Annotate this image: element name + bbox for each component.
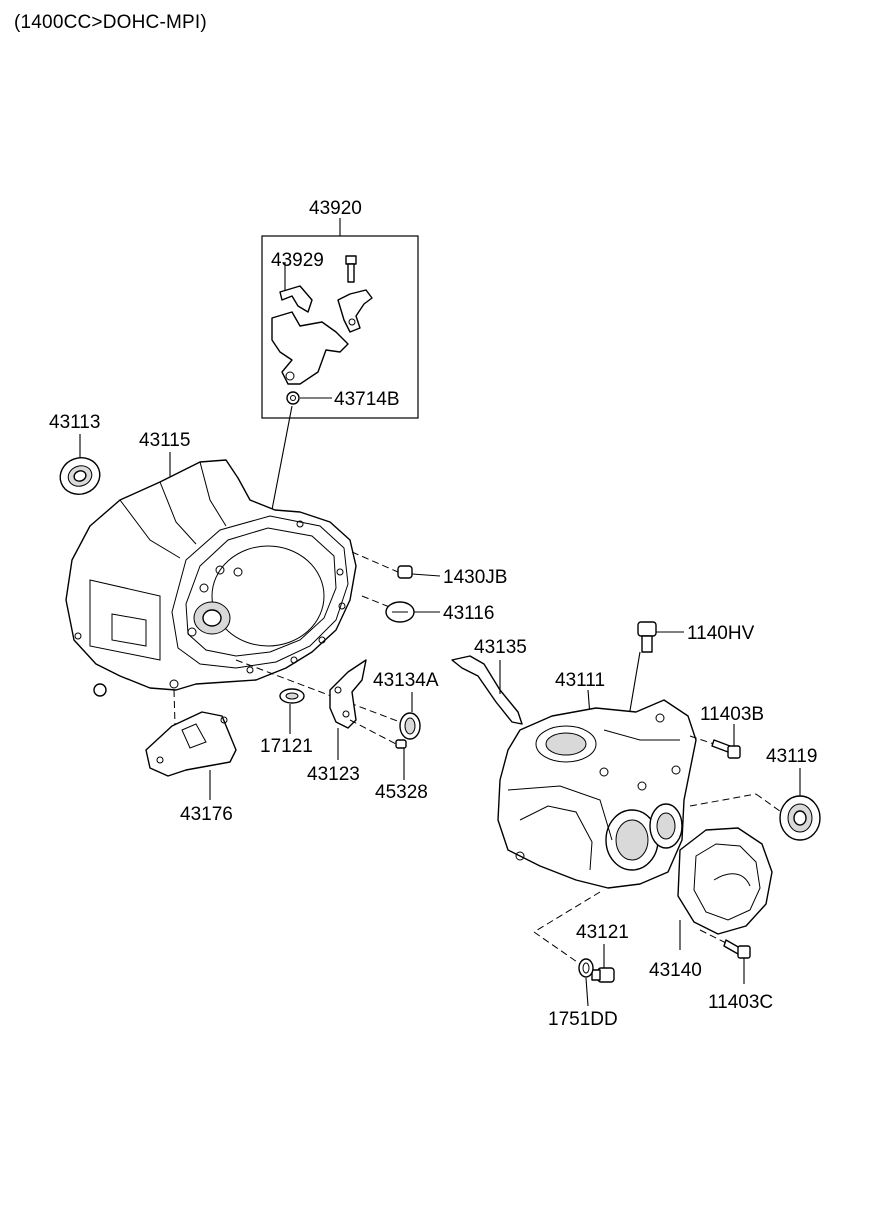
callout-43176: 43176 xyxy=(180,804,233,825)
oil-seal-43113[interactable] xyxy=(55,434,105,500)
callout-1430JB: 1430JB xyxy=(443,567,507,588)
callout-1140HV: 1140HV xyxy=(687,623,755,644)
transaxle-case-43111[interactable] xyxy=(497,689,697,889)
callout-17121: 17121 xyxy=(260,736,313,757)
engine-spec-caption: (1400CC>DOHC-MPI) xyxy=(14,12,207,33)
gasket-1751DD[interactable] xyxy=(578,958,594,1007)
callout-11403C: 11403C xyxy=(708,992,773,1013)
callout-43134A: 43134A xyxy=(373,670,439,691)
callout-45328: 45328 xyxy=(375,782,428,803)
callout-43920: 43920 xyxy=(309,198,362,219)
leader-43920-to-case xyxy=(269,405,293,521)
shift-lever-assembly[interactable] xyxy=(261,218,419,419)
drain-plug-43121[interactable] xyxy=(533,891,615,983)
bolt-11403B[interactable] xyxy=(689,724,741,759)
callout-43121: 43121 xyxy=(576,922,629,943)
clutch-housing-43115[interactable] xyxy=(65,452,357,697)
callout-43135: 43135 xyxy=(474,637,527,658)
callout-1751DD: 1751DD xyxy=(548,1009,618,1030)
oil-seal-43119[interactable] xyxy=(689,768,821,841)
callout-43714B: 43714B xyxy=(334,389,400,410)
mounting-bracket-43176[interactable] xyxy=(145,689,237,800)
pin-45328[interactable] xyxy=(349,719,407,780)
callout-43111: 43111 xyxy=(555,670,605,691)
callout-43113: 43113 xyxy=(49,412,100,433)
magnet-43116[interactable] xyxy=(361,595,440,623)
oil-seal-43134A[interactable] xyxy=(235,659,421,740)
callout-43116: 43116 xyxy=(443,603,494,624)
guide-43135[interactable] xyxy=(451,655,523,725)
callout-43115: 43115 xyxy=(139,430,190,451)
dowel-pin-1430JB[interactable] xyxy=(351,551,441,579)
callout-11403B: 11403B xyxy=(700,704,764,725)
bolt-11403C[interactable] xyxy=(699,929,751,984)
callout-43119: 43119 xyxy=(766,746,817,767)
cover-43140[interactable] xyxy=(677,827,773,950)
callout-43140: 43140 xyxy=(649,960,702,981)
bracket-43123[interactable] xyxy=(329,659,367,760)
seal-17121[interactable] xyxy=(279,688,305,734)
callout-43123: 43123 xyxy=(307,764,360,785)
callout-43929: 43929 xyxy=(271,250,324,271)
